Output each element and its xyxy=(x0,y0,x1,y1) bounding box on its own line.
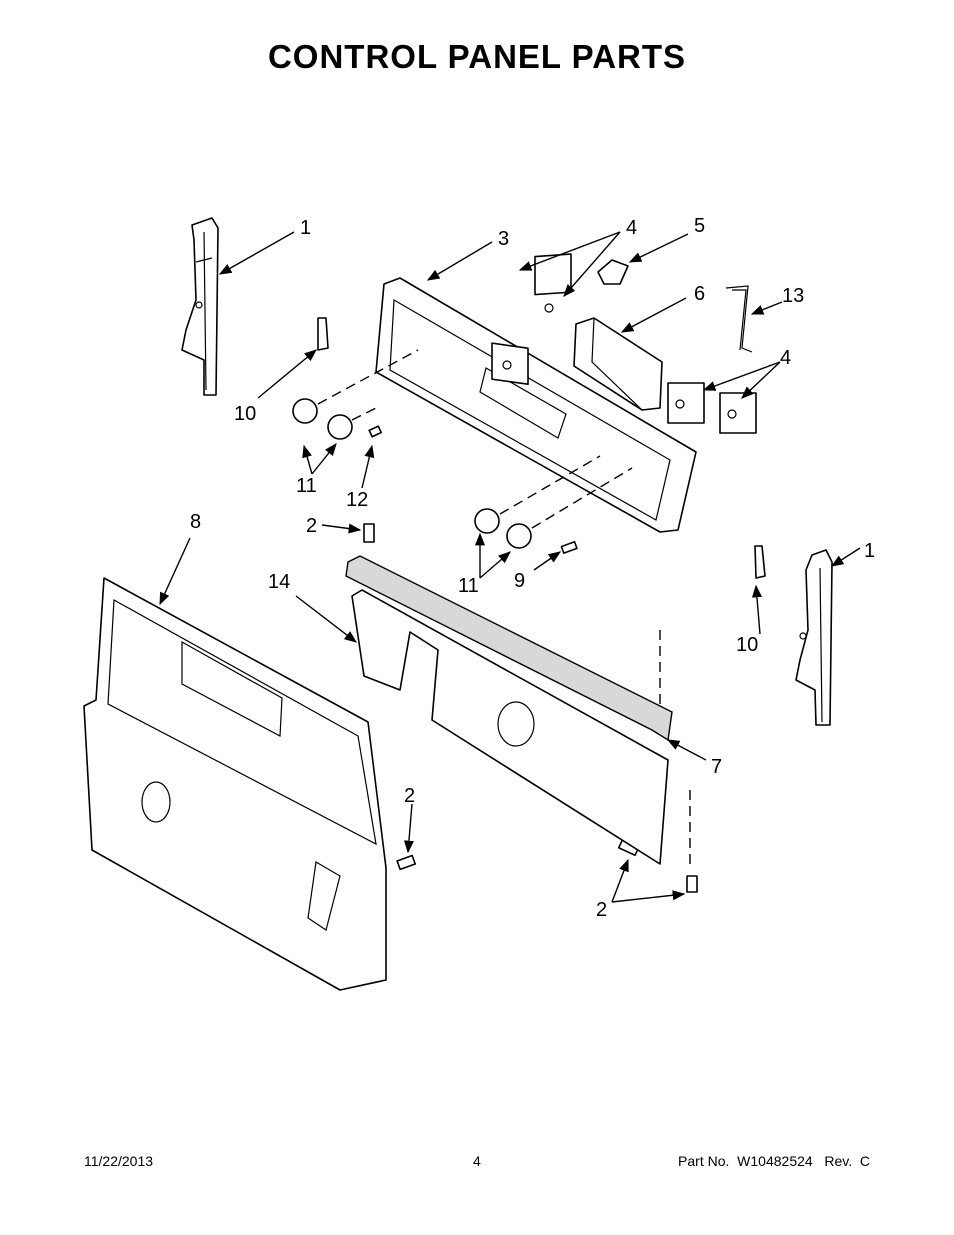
callout-14: 14 xyxy=(268,571,290,593)
callout-11-left: 11 xyxy=(296,475,317,497)
screw-12 xyxy=(368,425,383,438)
screw-9 xyxy=(560,540,578,554)
rear-panel xyxy=(83,577,387,991)
knob-4 xyxy=(506,523,532,549)
side-bracket-left xyxy=(181,217,219,396)
switch-upper-left xyxy=(491,342,529,386)
callout-11-right: 11 xyxy=(458,575,479,597)
footer-date: 11/22/2013 xyxy=(84,1153,154,1169)
footer-page-number: 4 xyxy=(473,1153,481,1169)
clip-left xyxy=(317,317,329,351)
mounting-bracket xyxy=(351,589,669,865)
callout-2-top: 2 xyxy=(306,515,317,537)
callout-3: 3 xyxy=(498,228,509,250)
electronic-control-board xyxy=(573,317,663,411)
callout-10-left: 10 xyxy=(234,403,256,425)
callout-8: 8 xyxy=(190,511,201,533)
switch-lower-right xyxy=(719,392,757,434)
callout-7: 7 xyxy=(711,756,722,778)
small-switch xyxy=(597,259,629,285)
callout-12: 12 xyxy=(346,489,368,511)
wire-harness xyxy=(725,285,753,353)
clip-right xyxy=(754,545,766,579)
callout-5: 5 xyxy=(694,215,705,237)
callout-4-top: 4 xyxy=(626,217,637,239)
callout-6: 6 xyxy=(694,283,705,305)
callout-13: 13 xyxy=(782,285,804,307)
footer-part-number: Part No. W10482524 Rev. C xyxy=(678,1153,870,1169)
callout-9: 9 xyxy=(514,570,525,592)
knob-2 xyxy=(327,414,353,440)
callout-2-left: 2 xyxy=(404,785,415,807)
callouts: 1 1 2 2 2 3 4 4 5 6 7 8 9 10 10 11 11 12… xyxy=(190,215,875,921)
callout-10-right: 10 xyxy=(736,634,758,656)
screw-2-left xyxy=(396,854,417,871)
callout-4-right: 4 xyxy=(780,347,791,369)
knob-3 xyxy=(474,508,500,534)
knob-1 xyxy=(292,398,318,424)
side-bracket-right xyxy=(795,549,833,726)
screw-2-right xyxy=(686,875,698,893)
page-title: CONTROL PANEL PARTS xyxy=(267,38,687,75)
leader-lines xyxy=(159,231,861,903)
switch-lower-left xyxy=(667,382,705,424)
screw-2-top xyxy=(363,523,375,543)
switch-upper-right xyxy=(534,253,572,313)
callout-1-left: 1 xyxy=(300,217,311,239)
callout-2-bottom: 2 xyxy=(596,899,607,921)
callout-1-right: 1 xyxy=(864,540,875,562)
